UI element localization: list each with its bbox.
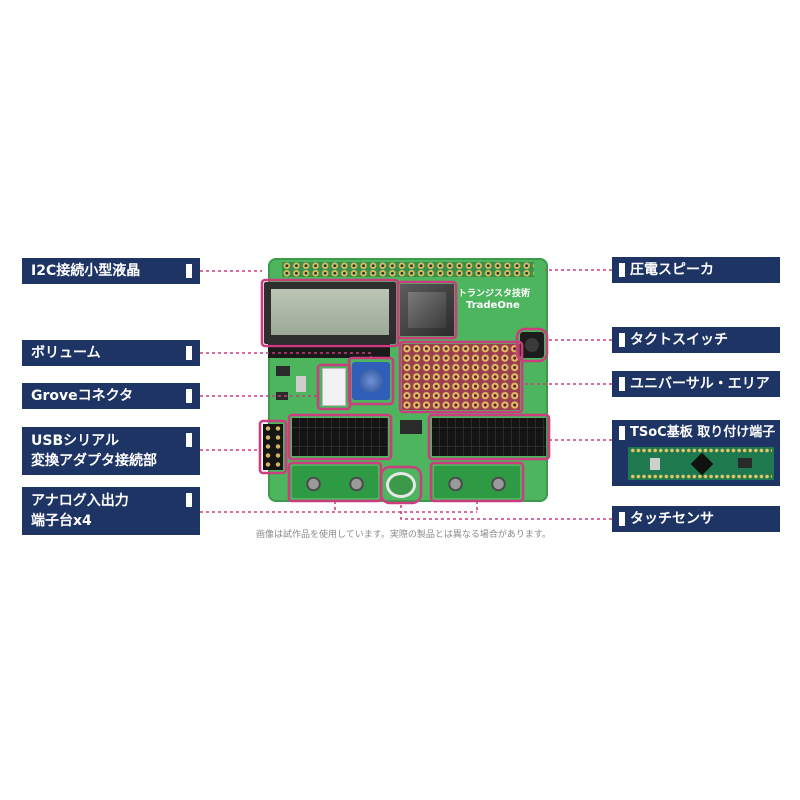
label-marker xyxy=(186,346,192,360)
label-usb-serial-line2: 変換アダプタ接続部 xyxy=(31,453,157,469)
tsoc-board-pins-top xyxy=(630,448,772,453)
tsoc-board-component xyxy=(738,458,752,468)
label-marker xyxy=(619,512,625,526)
board-silkscreen-brand: TradeOne xyxy=(466,300,520,311)
label-marker xyxy=(619,333,625,347)
board-silkscreen-title: トランジスタ技術 xyxy=(458,289,531,299)
label-marker xyxy=(186,493,192,507)
label-marker xyxy=(619,377,625,391)
analog-terminal-block-left xyxy=(292,466,378,498)
label-volume-text: ボリューム xyxy=(31,345,101,361)
label-marker xyxy=(186,264,192,278)
smd-component xyxy=(276,366,290,376)
label-tact-switch-text: タクトスイッチ xyxy=(630,332,728,348)
label-grove: Groveコネクタ xyxy=(22,383,200,409)
usb-serial-header xyxy=(263,424,283,470)
label-marker xyxy=(186,433,192,447)
tsoc-board-pins-bottom xyxy=(630,474,772,479)
label-usb-serial-line1: USBシリアル xyxy=(31,433,119,449)
volume-knob xyxy=(359,369,383,393)
label-piezo-speaker-text: 圧電スピーカ xyxy=(630,262,714,278)
smd-component xyxy=(276,392,288,400)
tsoc-board-component xyxy=(650,458,660,470)
label-analog-terminal-line2: 端子台x4 xyxy=(31,513,92,529)
label-marker xyxy=(619,426,625,440)
label-touch-sensor-text: タッチセンサ xyxy=(630,511,714,527)
label-touch-sensor: タッチセンサ xyxy=(612,506,780,532)
gpio-header-pins xyxy=(282,262,534,277)
label-analog-terminal-line1: アナログ入出力 xyxy=(31,493,129,509)
label-usb-serial: USBシリアル 変換アダプタ接続部 xyxy=(22,427,200,475)
label-volume: ボリューム xyxy=(22,340,200,366)
label-piezo-speaker: 圧電スピーカ xyxy=(612,257,780,283)
smd-component xyxy=(400,420,422,434)
label-universal-area-text: ユニバーサル・エリア xyxy=(630,376,770,392)
touch-sensor-pad xyxy=(386,472,416,498)
piezo-speaker-face xyxy=(408,292,446,328)
grove-connector xyxy=(322,368,346,406)
label-marker xyxy=(619,263,625,277)
lcd-connector xyxy=(268,344,390,358)
label-universal-area: ユニバーサル・エリア xyxy=(612,371,780,397)
label-grove-text: Groveコネクタ xyxy=(31,388,134,404)
callout-line-touch-sensor xyxy=(400,503,612,520)
label-i2c-lcd: I2C接続小型液晶 xyxy=(22,258,200,284)
tsoc-female-header-right xyxy=(432,418,546,456)
tact-switch-button xyxy=(525,338,539,352)
label-i2c-lcd-text: I2C接続小型液晶 xyxy=(31,263,141,279)
label-tsoc-mount-text: TSoC基板 取り付け端子 xyxy=(630,425,776,440)
label-tact-switch: タクトスイッチ xyxy=(612,327,780,353)
universal-area xyxy=(402,344,520,410)
tsoc-female-header-left xyxy=(292,418,388,456)
lcd-screen xyxy=(271,289,389,335)
label-analog-terminal: アナログ入出力 端子台x4 xyxy=(22,487,200,535)
image-disclaimer-caption: 画像は試作品を使用しています。実際の製品とは異なる場合があります。 xyxy=(256,530,551,540)
smd-component xyxy=(296,376,306,392)
label-marker xyxy=(186,389,192,403)
analog-terminal-block-right xyxy=(434,466,520,498)
